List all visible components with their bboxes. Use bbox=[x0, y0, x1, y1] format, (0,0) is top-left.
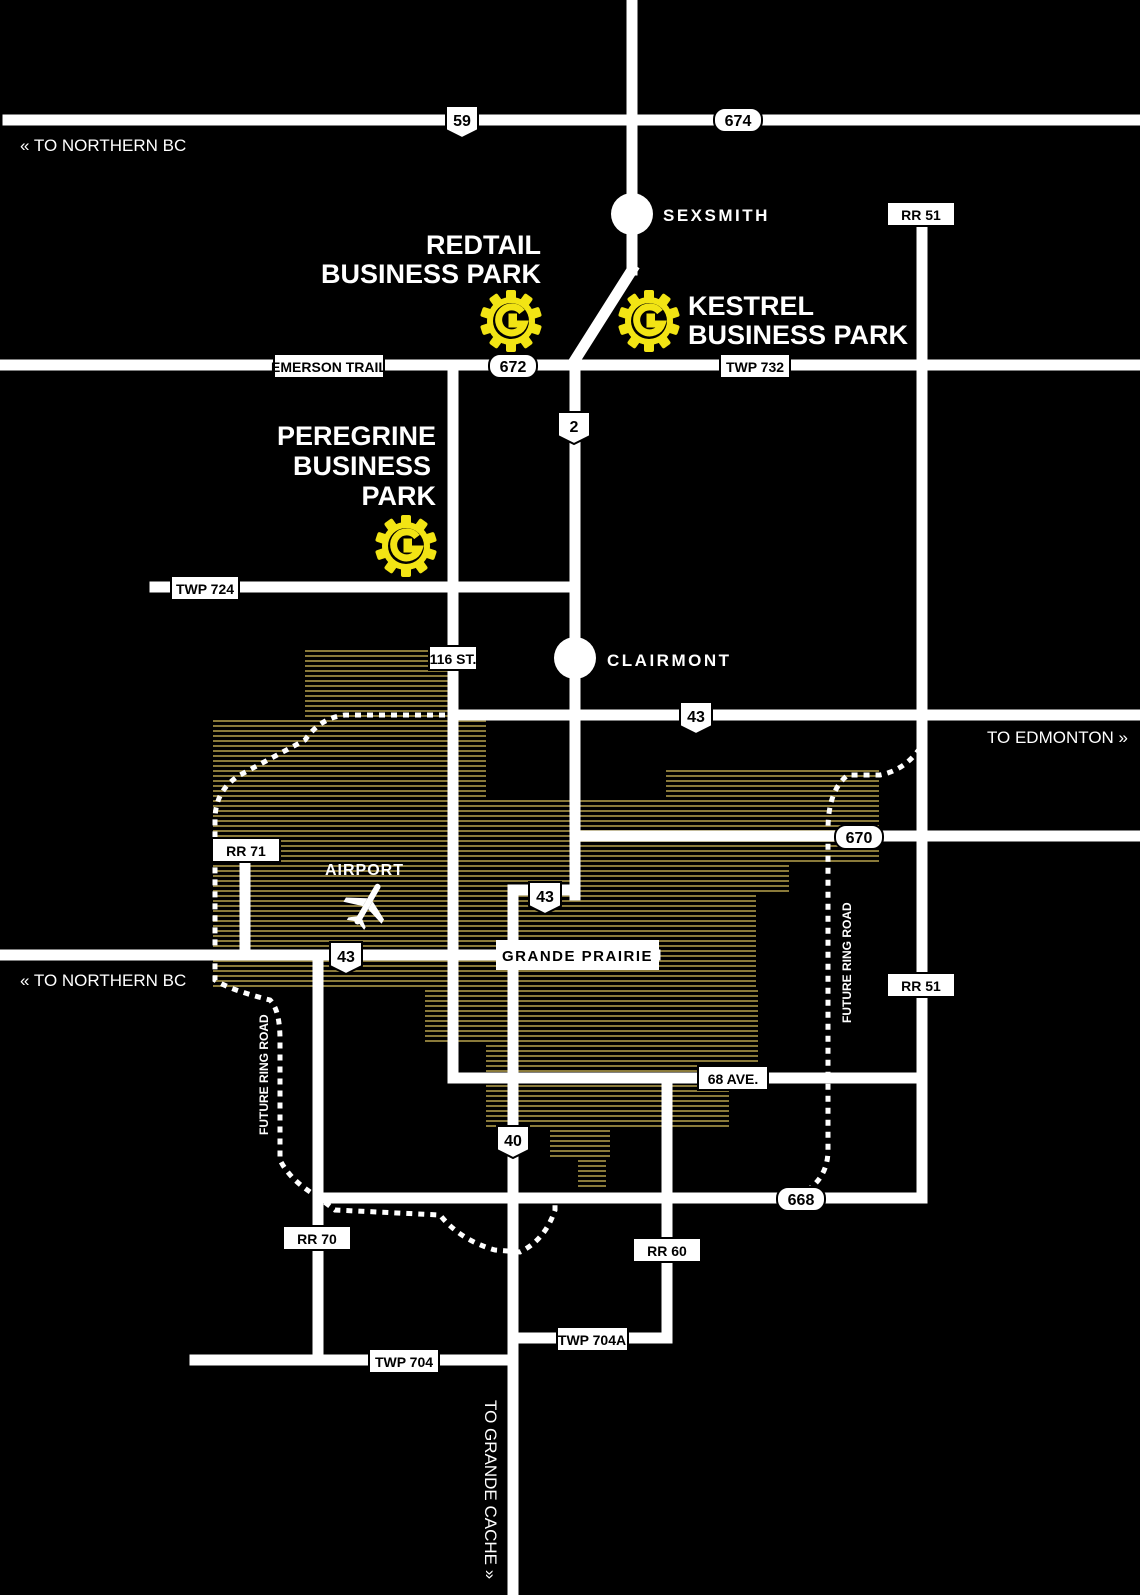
peregrine-label-line1: PEREGRINE bbox=[277, 421, 436, 451]
hwy-672-shield: 672 bbox=[500, 359, 527, 376]
hwy-40-shield: 40 bbox=[504, 1133, 522, 1150]
to-northern-bc-top: « TO NORTHERN BC bbox=[20, 136, 186, 155]
twp732-sign: TWP 732 bbox=[726, 359, 784, 375]
future-ring-road bbox=[212, 712, 923, 1255]
68-ave-sign: 68 AVE. bbox=[708, 1071, 759, 1087]
clairmont-marker bbox=[554, 637, 596, 679]
grande-prairie-sign bbox=[496, 940, 659, 970]
future-ring-road-west-label: FUTURE RING ROAD bbox=[257, 1014, 271, 1135]
emerson-trail-sign: EMERSON TRAIL bbox=[271, 359, 387, 375]
peregrine-label-line2: BUSINESS bbox=[293, 451, 431, 481]
to-grande-cache: TO GRANDE CACHE » bbox=[481, 1400, 500, 1579]
redtail-label-line1: REDTAIL bbox=[426, 230, 541, 260]
kestrel-business-park[interactable]: KESTREL BUSINESS PARK bbox=[618, 290, 909, 352]
to-edmonton: TO EDMONTON » bbox=[987, 728, 1128, 747]
twp704-sign: TWP 704 bbox=[375, 1354, 433, 1370]
rr70-sign: RR 70 bbox=[297, 1231, 337, 1247]
redtail-label-line2: BUSINESS PARK bbox=[321, 259, 542, 289]
hwy-668-shield: 668 bbox=[788, 1192, 815, 1209]
twp704a-sign: TWP 704A bbox=[558, 1332, 626, 1348]
hwy-43-city-shield: 43 bbox=[536, 889, 554, 906]
sexsmith-marker bbox=[611, 193, 653, 235]
to-northern-bc-mid: « TO NORTHERN BC bbox=[20, 971, 186, 990]
hwy-59-shield: 59 bbox=[453, 113, 471, 130]
hwy-2-shield: 2 bbox=[570, 419, 579, 436]
hwy-43-north-shield: 43 bbox=[687, 709, 705, 726]
clairmont-label: CLAIRMONT bbox=[607, 651, 731, 670]
rr51-bottom-sign: RR 51 bbox=[901, 978, 941, 994]
kestrel-gear-icon bbox=[618, 290, 680, 352]
rr51-top-sign: RR 51 bbox=[901, 207, 941, 223]
hwy-670-shield: 670 bbox=[846, 830, 873, 847]
airport-label: AIRPORT bbox=[325, 862, 404, 879]
hwy-674-shield: 674 bbox=[725, 113, 752, 130]
grande-prairie-label: GRANDE PRAIRIE bbox=[502, 948, 653, 965]
highway-shields: 59 2 43 43 43 40 674 672 670 668 bbox=[329, 105, 884, 1212]
kestrel-label-line2: BUSINESS PARK bbox=[688, 320, 909, 350]
redtail-gear-icon bbox=[480, 290, 542, 352]
rr60-sign: RR 60 bbox=[647, 1243, 687, 1259]
road-signs: RR 51 EMERSON TRAIL TWP 732 TWP 724 116 … bbox=[170, 201, 956, 1374]
sexsmith-label: SEXSMITH bbox=[663, 206, 770, 225]
airplane-icon bbox=[343, 883, 385, 930]
hwy-43-west-shield: 43 bbox=[337, 949, 355, 966]
116-st-sign: 116 ST. bbox=[430, 651, 477, 667]
future-ring-road-east-label: FUTURE RING ROAD bbox=[840, 902, 854, 1023]
rr71-sign: RR 71 bbox=[226, 843, 266, 859]
peregrine-business-park[interactable]: PEREGRINE BUSINESS PARK bbox=[277, 421, 437, 577]
redtail-business-park[interactable]: REDTAIL BUSINESS PARK bbox=[321, 230, 542, 352]
peregrine-gear-icon bbox=[375, 515, 437, 577]
peregrine-label-line3: PARK bbox=[361, 481, 436, 511]
kestrel-label-line1: KESTREL bbox=[688, 291, 814, 321]
twp724-sign: TWP 724 bbox=[176, 581, 234, 597]
